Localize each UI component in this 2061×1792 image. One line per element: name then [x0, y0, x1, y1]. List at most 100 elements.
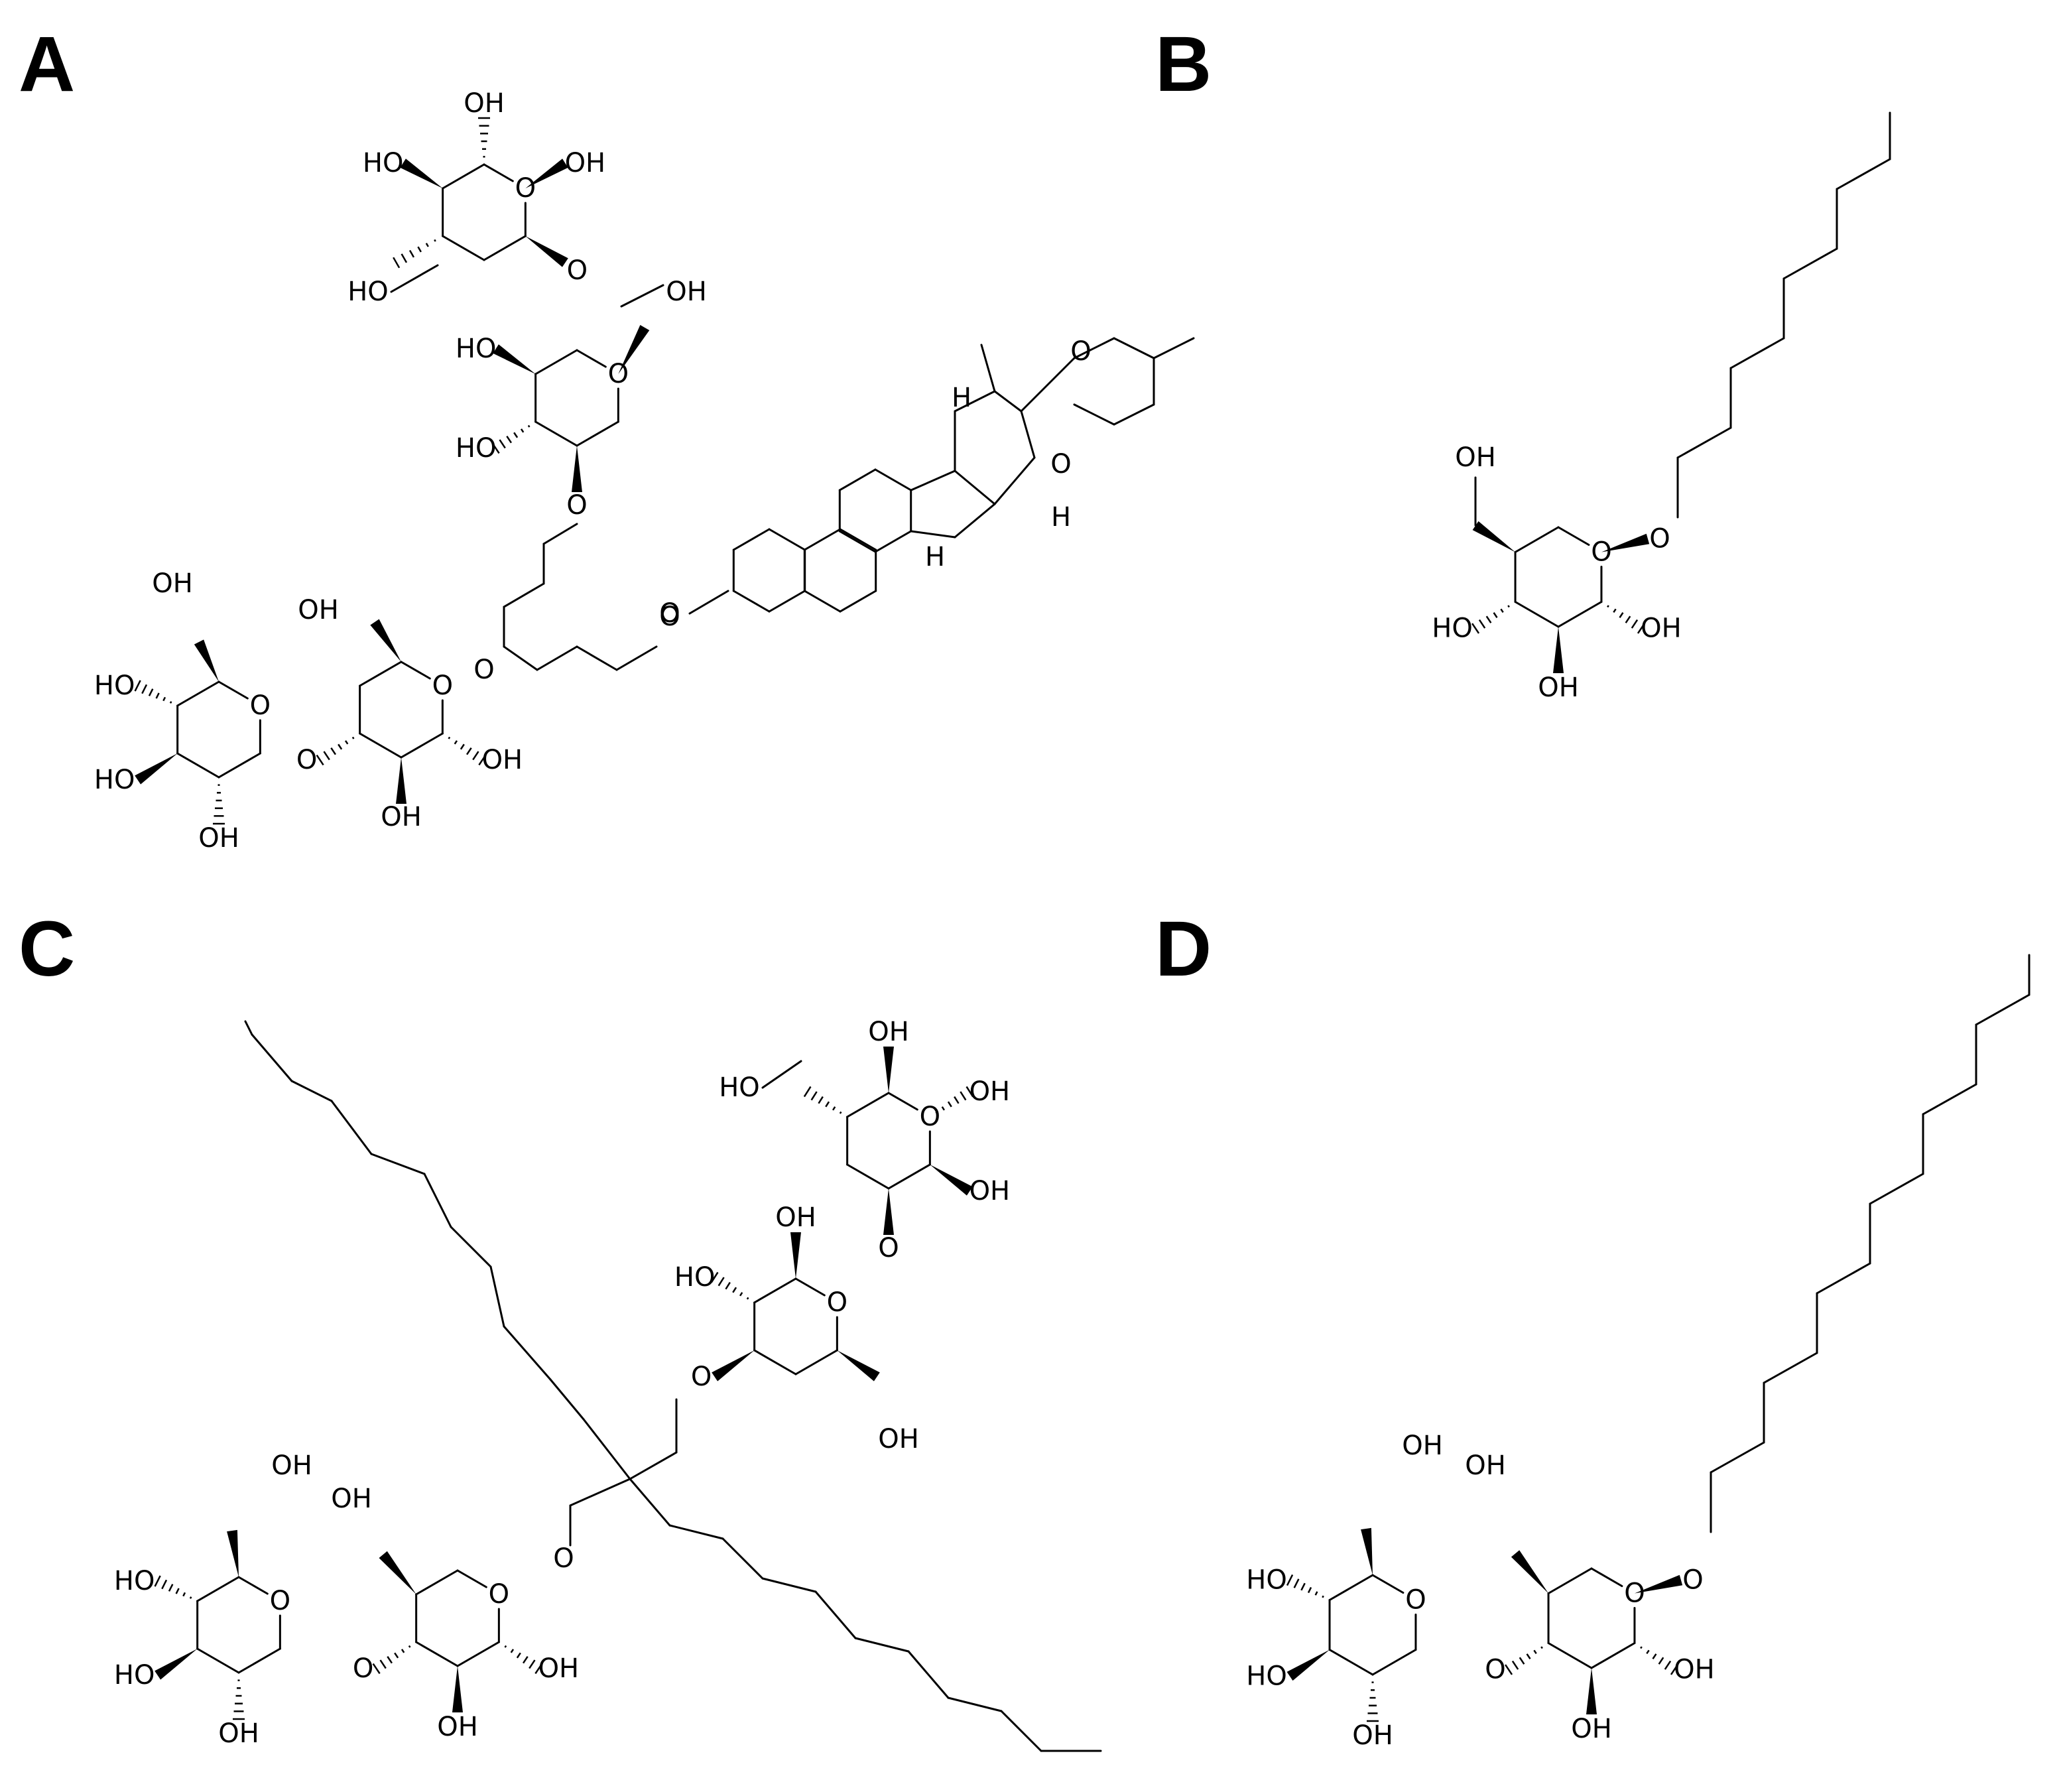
hash-bond [1300, 1582, 1306, 1591]
hash-bond [718, 1277, 725, 1287]
wedge-bond [400, 159, 443, 188]
atom-label: O [1682, 1565, 1703, 1596]
hash-bond [316, 754, 324, 766]
hash-bond [148, 688, 154, 696]
wedge-bond [1472, 521, 1516, 552]
wedge-bond [930, 1165, 973, 1196]
hash-bond [522, 1655, 529, 1664]
bond [415, 1641, 459, 1667]
hash-bond [1507, 605, 1510, 608]
bond [794, 1349, 838, 1376]
atom-label: H [1051, 502, 1071, 533]
hash-bond [1519, 1657, 1525, 1665]
atom-label: O [878, 1233, 899, 1263]
wedge-bond [572, 446, 582, 492]
hash-bond [425, 243, 429, 247]
atom-label: O [473, 655, 494, 685]
hash-bond [491, 442, 500, 454]
wedge-bond [370, 619, 401, 662]
bond [400, 732, 444, 759]
hash-bond [825, 1101, 830, 1108]
hash-bond [504, 1645, 507, 1648]
bond [668, 1524, 724, 1540]
atom-label: OH [331, 1484, 372, 1514]
atom-label: O [553, 1543, 574, 1574]
hash-bond [803, 1086, 812, 1098]
atom-label: O [659, 602, 680, 632]
atom-label: OH [1571, 1714, 1612, 1744]
bond [503, 582, 545, 608]
hash-bond [454, 740, 458, 745]
hash-bond [1652, 1653, 1657, 1659]
wedge-bond [379, 1551, 416, 1594]
atom-label: OH [1352, 1720, 1393, 1751]
bond [846, 1092, 890, 1118]
atom-label: OH [437, 1712, 478, 1742]
atom-label: O [489, 1579, 509, 1610]
atom-label: O [920, 1102, 940, 1132]
bond [803, 528, 842, 551]
hash-bond [155, 692, 160, 699]
atom-label: OH [482, 745, 523, 775]
bond [549, 1378, 585, 1421]
bond [536, 645, 578, 671]
atom-label: O [432, 671, 453, 701]
bond [423, 1173, 452, 1228]
bond [503, 645, 538, 671]
bond [1816, 1262, 1871, 1295]
bond [244, 1020, 253, 1036]
atom-label: OH [868, 1017, 909, 1047]
bond [615, 645, 658, 671]
atom-label: OH [271, 1450, 312, 1481]
hash-bond [1670, 1664, 1678, 1675]
hash-bond [434, 239, 436, 242]
bond [218, 680, 249, 700]
bond [1547, 1567, 1593, 1594]
wedge-bond [155, 1649, 198, 1680]
bond [489, 1265, 505, 1328]
bond [993, 456, 1036, 505]
bond [1710, 1441, 1765, 1474]
hash-bond [1493, 612, 1498, 618]
hash-bond [534, 1663, 543, 1675]
bond [838, 530, 877, 553]
bond [910, 530, 956, 539]
atom-label: OH [1538, 672, 1579, 703]
atom-label: H [925, 542, 945, 572]
atom-label: HO [1432, 613, 1473, 644]
atom-label: HO [674, 1262, 716, 1293]
bond [237, 1647, 281, 1674]
hash-bond [1637, 623, 1645, 634]
hash-bond [960, 1091, 967, 1101]
bond [1590, 1567, 1623, 1587]
atom-label: HO [719, 1072, 760, 1103]
hash-bond [182, 1592, 186, 1597]
bond [768, 528, 806, 551]
hash-bond [141, 684, 148, 694]
bond [688, 590, 729, 615]
atom-label: HO [456, 433, 497, 464]
bond [1073, 337, 1115, 359]
hash-bond [344, 740, 349, 745]
bond [1557, 526, 1590, 546]
atom-label: HO [363, 148, 404, 178]
atom-label: HO [456, 334, 497, 364]
hash-bond [379, 1659, 387, 1669]
atom-label: O [827, 1287, 847, 1318]
bond [1557, 601, 1603, 628]
hash-bond [1322, 1595, 1324, 1598]
bond [1073, 403, 1115, 426]
bond [442, 235, 485, 261]
bond [534, 349, 578, 375]
hash-bond [162, 696, 166, 702]
bond [483, 235, 527, 261]
atom-label: HO [94, 671, 135, 701]
hash-bond [1500, 608, 1504, 613]
wedge-bond [227, 1529, 239, 1577]
bond [980, 344, 996, 393]
hash-bond [134, 680, 141, 692]
atom-label: HO [114, 1566, 155, 1596]
hash-bond [839, 1111, 842, 1114]
